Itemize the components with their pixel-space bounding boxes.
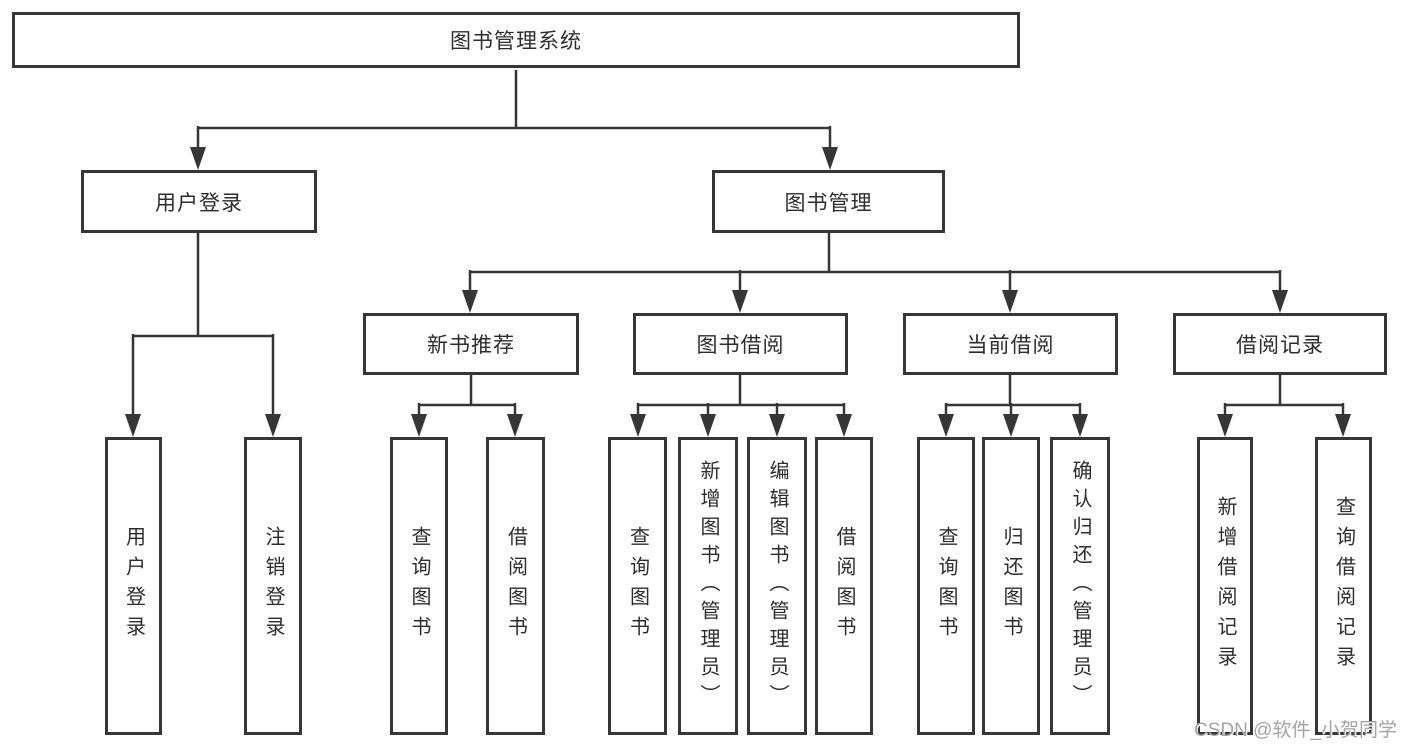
node-borrow-records: 借阅记录 bbox=[1173, 313, 1387, 375]
leaf-query-borrow-record: 查询借阅记录 bbox=[1315, 437, 1372, 735]
node-book-management: 图书管理 bbox=[712, 170, 945, 233]
node-user-login: 用户登录 bbox=[81, 170, 317, 233]
node-book-borrow: 图书借阅 bbox=[633, 313, 848, 375]
node-new-book-recommend: 新书推荐 bbox=[363, 313, 579, 375]
node-current-borrow: 当前借阅 bbox=[903, 313, 1118, 375]
leaf-add-borrow-record: 新增借阅记录 bbox=[1197, 437, 1253, 735]
leaf-query-books-borrow: 查询图书 bbox=[608, 437, 667, 735]
leaf-logout-login: 注销登录 bbox=[244, 437, 302, 735]
leaf-query-books-recommend: 查询图书 bbox=[390, 437, 448, 735]
csdn-watermark: CSDN @软件_小贺同学 bbox=[1194, 720, 1397, 741]
leaf-confirm-return-admin: 确认归还（管理员） bbox=[1050, 437, 1110, 735]
leaf-query-books-current: 查询图书 bbox=[917, 437, 975, 735]
leaf-return-books: 归还图书 bbox=[982, 437, 1040, 735]
leaf-user-login: 用户登录 bbox=[105, 437, 162, 735]
leaf-edit-books-admin: 编辑图书（管理员） bbox=[747, 437, 807, 735]
node-library-management-system: 图书管理系统 bbox=[12, 12, 1020, 68]
leaf-borrow-books: 借阅图书 bbox=[815, 437, 873, 735]
leaf-add-books-admin: 新增图书（管理员） bbox=[678, 437, 738, 735]
leaf-borrow-books-recommend: 借阅图书 bbox=[486, 437, 545, 735]
